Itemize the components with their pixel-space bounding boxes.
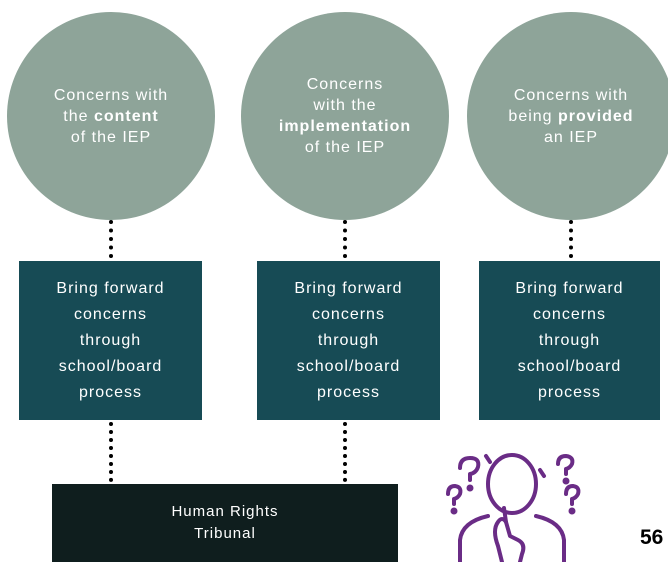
circle-line: Concerns xyxy=(306,76,384,93)
connector-dots xyxy=(343,220,347,258)
connector-dots xyxy=(569,220,573,258)
circle-text: the xyxy=(63,107,94,125)
circle-emphasis: content xyxy=(93,107,159,125)
box-line: process xyxy=(78,383,143,401)
circle-emphasis: provided xyxy=(558,107,634,125)
circle-line: of the IEP xyxy=(304,139,386,156)
box-line: Bring forward xyxy=(294,279,403,297)
box-line: through xyxy=(538,331,601,349)
circle-provided-concerns: Concerns with being provided an IEP xyxy=(467,12,668,220)
connector-dots xyxy=(109,422,113,482)
page-number: 56 xyxy=(640,526,664,549)
box-line: process xyxy=(316,383,381,401)
box-line: concerns xyxy=(312,305,385,323)
circle-emphasis: implementation xyxy=(278,118,412,135)
connector-dots xyxy=(109,220,113,258)
connector-dots xyxy=(343,422,347,482)
tribunal-line: Human Rights xyxy=(171,503,279,520)
circle-implementation-concerns: Concerns with the implementation of the … xyxy=(241,12,449,220)
circle-line: Concerns with xyxy=(53,86,169,104)
box-line: process xyxy=(537,383,602,401)
person-thinking-question-marks-icon xyxy=(446,453,581,562)
tribunal-line: Tribunal xyxy=(194,525,256,542)
process-box-3: Bring forward concerns through school/bo… xyxy=(479,261,660,420)
human-rights-tribunal-box: Human Rights Tribunal xyxy=(52,484,398,562)
box-line: through xyxy=(317,331,380,349)
box-line: Bring forward xyxy=(56,279,165,297)
box-line: concerns xyxy=(74,305,147,323)
circle-line: an IEP xyxy=(543,128,599,146)
circle-text: being xyxy=(508,107,559,125)
box-line: concerns xyxy=(533,305,606,323)
box-line: school/board xyxy=(296,357,401,375)
box-line: school/board xyxy=(517,357,622,375)
box-line: school/board xyxy=(58,357,163,375)
circle-line: of the IEP xyxy=(70,128,152,146)
process-box-1: Bring forward concerns through school/bo… xyxy=(19,261,202,420)
box-line: through xyxy=(79,331,142,349)
circle-line: Concerns with xyxy=(513,86,629,104)
box-line: Bring forward xyxy=(515,279,624,297)
circle-line: with the xyxy=(313,97,377,114)
process-box-2: Bring forward concerns through school/bo… xyxy=(257,261,440,420)
circle-content-concerns: Concerns with the content of the IEP xyxy=(7,12,215,220)
